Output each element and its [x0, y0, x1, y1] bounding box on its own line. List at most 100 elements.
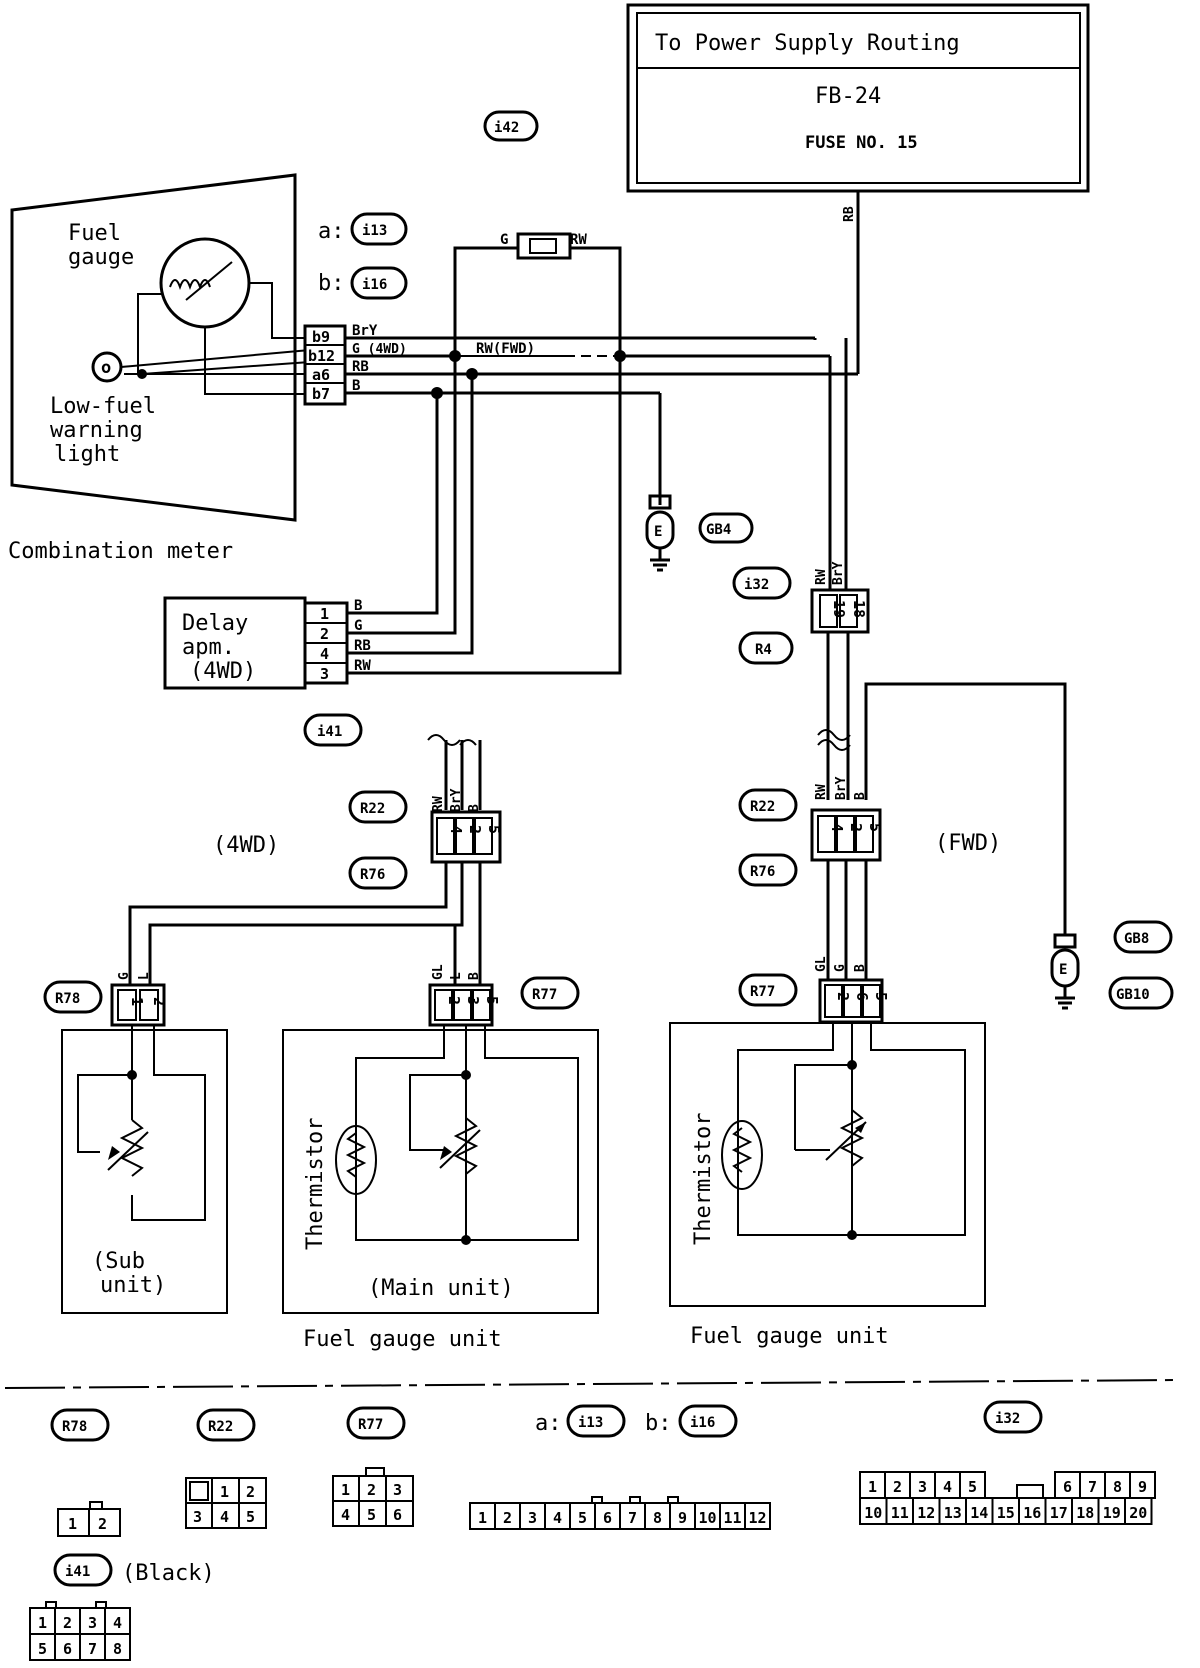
svg-text:R76: R76 — [360, 867, 385, 883]
svg-text:apm.: apm. — [182, 635, 235, 660]
svg-text:3: 3 — [320, 665, 329, 683]
svg-text:1: 1 — [341, 1481, 350, 1499]
svg-text:(4WD): (4WD) — [213, 833, 279, 858]
svg-text:2: 2 — [834, 992, 852, 1001]
svg-text:2: 2 — [367, 1481, 376, 1499]
svg-text:3: 3 — [193, 1508, 202, 1526]
svg-text:R77: R77 — [358, 1417, 383, 1433]
svg-text:4: 4 — [828, 823, 846, 832]
svg-text:2: 2 — [246, 1483, 255, 1501]
svg-text:G: G — [833, 964, 848, 972]
fuse-label: FUSE NO. 15 — [805, 133, 918, 153]
svg-text:L: L — [449, 972, 464, 980]
svg-text:5: 5 — [485, 825, 503, 834]
svg-text:i32: i32 — [995, 1411, 1020, 1427]
wire-g4wd-label: G (4WD) — [352, 342, 407, 357]
ground-gb4: E GB4 — [645, 393, 754, 572]
pin-number: 10 — [698, 1509, 716, 1527]
svg-text:Thermistor: Thermistor — [691, 1113, 716, 1245]
svg-text:R4: R4 — [755, 642, 772, 658]
pin-number: 4 — [943, 1478, 952, 1496]
svg-text:B: B — [853, 964, 868, 972]
svg-text:RW: RW — [814, 784, 829, 800]
connector-key — [95, 1601, 107, 1609]
svg-text:E: E — [654, 524, 662, 540]
svg-text:Fuel gauge unit: Fuel gauge unit — [690, 1324, 889, 1349]
svg-text:(Main unit): (Main unit) — [368, 1276, 514, 1301]
combination-meter-caption: Combination meter — [8, 539, 233, 564]
svg-text:Fuel gauge unit: Fuel gauge unit — [303, 1327, 502, 1352]
meter-pin-a6: a6 — [312, 366, 330, 384]
rb-power-wire: RB — [842, 191, 860, 374]
pin-number: 13 — [944, 1504, 962, 1522]
pin-number: 9 — [1138, 1478, 1147, 1496]
pin-number: 11 — [891, 1504, 909, 1522]
svg-text:R22: R22 — [360, 801, 385, 817]
pin-number: 8 — [113, 1640, 122, 1658]
svg-text:E: E — [1059, 962, 1067, 978]
pin-number: 2 — [63, 1614, 72, 1632]
meter-wires: BrY G (4WD) RW(FWD) RB B — [345, 323, 858, 399]
svg-text:i16: i16 — [362, 277, 387, 293]
svg-text:i41: i41 — [317, 724, 342, 740]
main-unit: 2 3 5 R77 Thermistor (Main unit) Fuel ga… — [282, 976, 599, 1352]
svg-text:18: 18 — [850, 600, 868, 618]
svg-text:b:: b: — [645, 1411, 672, 1436]
svg-text:5: 5 — [866, 823, 884, 832]
svg-text:GB8: GB8 — [1124, 931, 1149, 947]
svg-text:2: 2 — [466, 825, 484, 834]
svg-text:2: 2 — [445, 996, 463, 1005]
connector-key — [629, 1496, 641, 1504]
svg-text:Delay: Delay — [182, 611, 248, 636]
pin-number: 2 — [503, 1509, 512, 1527]
svg-text:6: 6 — [853, 992, 871, 1001]
svg-text:2: 2 — [320, 625, 329, 643]
connector-key — [45, 1601, 57, 1609]
pin-number: 6 — [1063, 1478, 1072, 1496]
svg-text:GB10: GB10 — [1116, 987, 1150, 1003]
pin-number: 20 — [1129, 1504, 1147, 1522]
connector-i32: RW BrY 19 18 i32 R4 — [732, 338, 1067, 935]
svg-text:4: 4 — [320, 645, 329, 663]
svg-text:4: 4 — [341, 1506, 350, 1524]
pin-number: 8 — [653, 1509, 662, 1527]
meter-pin-b9: b9 — [312, 328, 330, 346]
svg-text:1: 1 — [220, 1483, 229, 1501]
wire-rwfwd-label: RW(FWD) — [476, 341, 535, 357]
svg-text:B: B — [467, 972, 482, 980]
svg-text:a:: a: — [318, 219, 345, 244]
pin-number: 5 — [968, 1478, 977, 1496]
fuel-gauge-icon — [159, 237, 251, 329]
svg-text:RW: RW — [354, 658, 371, 674]
svg-text:i13: i13 — [362, 223, 387, 239]
pin-number: 18 — [1076, 1504, 1094, 1522]
wire-g-label: G — [500, 232, 508, 248]
svg-text:2: 2 — [98, 1515, 107, 1533]
pin-number: 10 — [864, 1504, 882, 1522]
legend-divider — [4, 1379, 1181, 1389]
svg-text:B: B — [354, 598, 362, 614]
ground-gb8-gb10: E GB8 GB10 — [1050, 920, 1174, 1010]
pin-number: 2 — [893, 1478, 902, 1496]
svg-text:unit): unit) — [100, 1273, 166, 1298]
svg-text:GL: GL — [431, 964, 446, 980]
wire-rw-label: RW — [570, 232, 587, 248]
pin-number: 15 — [997, 1504, 1015, 1522]
pin-number: 3 — [528, 1509, 537, 1527]
fwd-fuel-gauge-unit: 2 6 5 R77 Thermistor Fuel gauge unit — [669, 973, 986, 1349]
connector-key — [591, 1496, 603, 1504]
pin-number: 7 — [88, 1640, 97, 1658]
pin-number: 17 — [1050, 1504, 1068, 1522]
svg-text:L: L — [137, 972, 152, 980]
pin-number: 12 — [917, 1504, 935, 1522]
svg-text:5: 5 — [483, 996, 501, 1005]
svg-text:BrY: BrY — [831, 561, 846, 585]
pin-number: 1 — [868, 1478, 877, 1496]
svg-text:4: 4 — [220, 1508, 229, 1526]
pin-number: 14 — [970, 1504, 988, 1522]
fuel-label: Fuel — [68, 221, 121, 246]
pin-cell — [1124, 1497, 1153, 1525]
svg-text:2: 2 — [847, 823, 865, 832]
